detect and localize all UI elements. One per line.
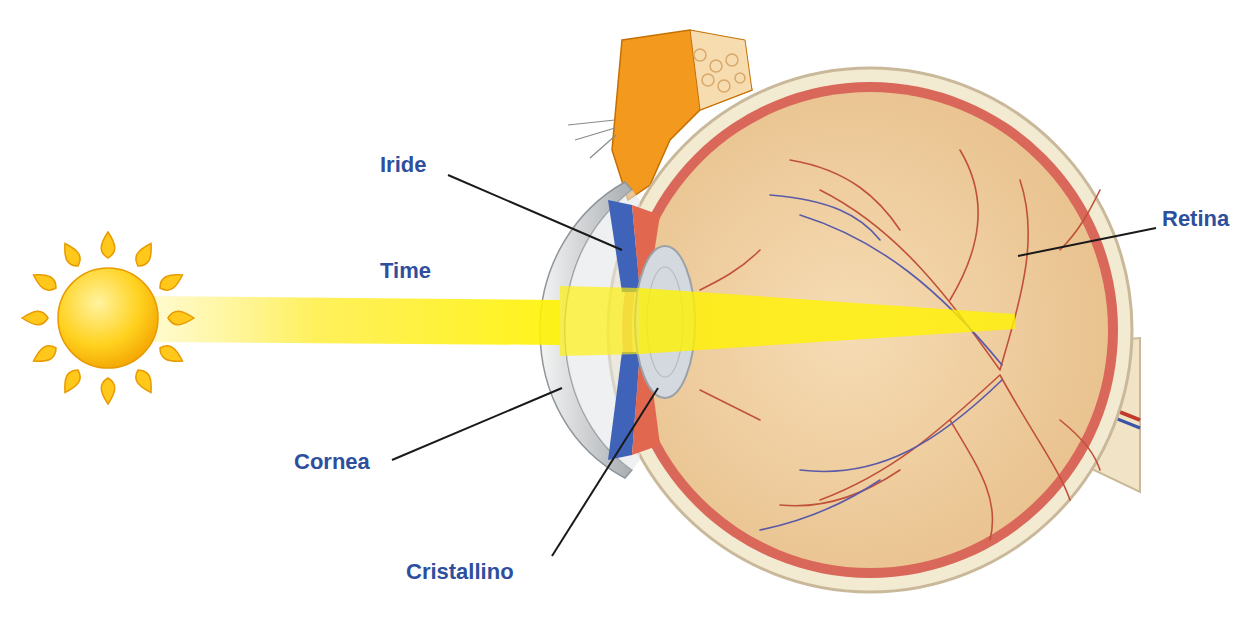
part-label: Iride (378, 153, 428, 177)
eyeball (608, 68, 1132, 592)
part-label: Retina (1160, 207, 1231, 231)
light-beam (150, 286, 1015, 356)
leader-lines (392, 175, 1156, 556)
part-label: Cornea (292, 450, 372, 474)
sun (22, 232, 194, 404)
part-label: Cristallino (404, 560, 516, 584)
part-label: Time (378, 259, 433, 283)
